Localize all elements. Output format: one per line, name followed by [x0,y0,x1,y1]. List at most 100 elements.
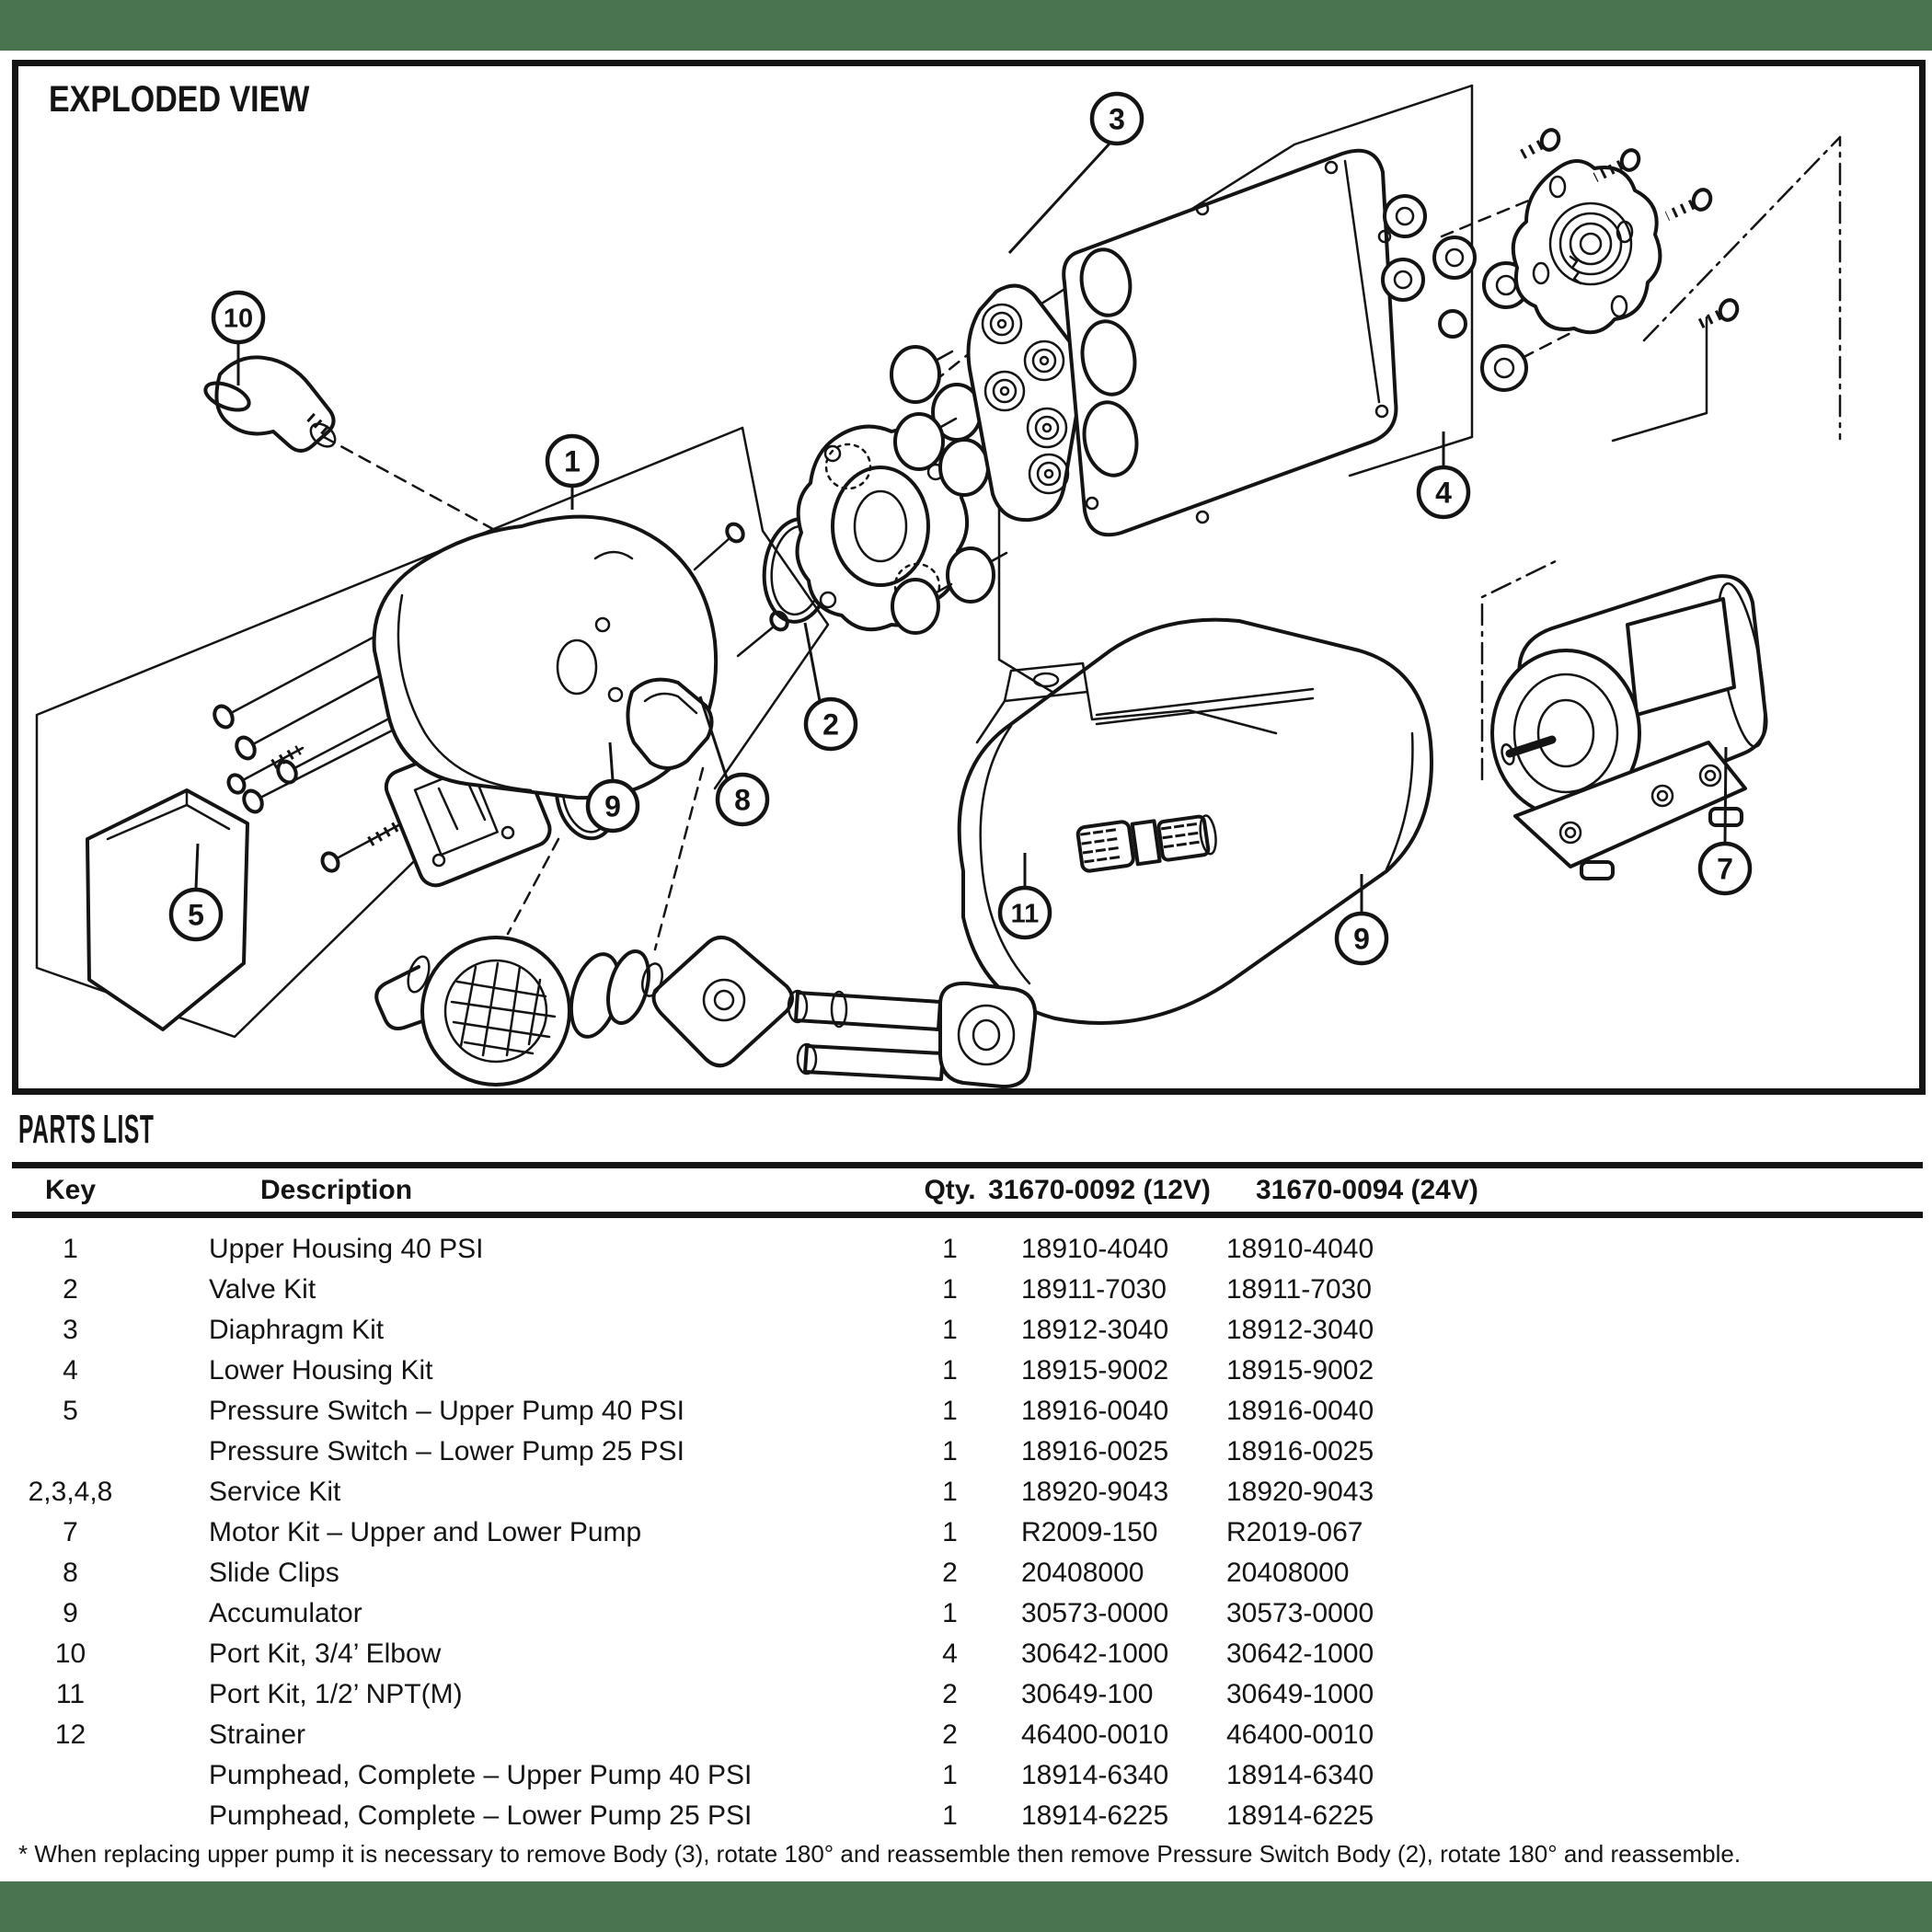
cell-description: Pumphead, Complete – Upper Pump 40 PSI [209,1760,753,1790]
cam-rollers [1381,194,1530,392]
cell-part-12v: 30649-100 [1021,1679,1154,1709]
callout-circle [715,772,770,827]
cell-part-24v: 18914-6340 [1226,1760,1374,1790]
cell-qty: 1 [942,1598,958,1628]
cell-part-12v: 30642-1000 [1021,1639,1169,1669]
cell-description: Strainer [209,1719,306,1750]
valve-body [795,424,969,632]
parts-list-footnote: * When replacing upper pump it is necess… [18,1840,1742,1868]
cell-part-24v: 20408000 [1226,1558,1350,1588]
cell-description: Port Kit, 1/2’ NPT(M) [209,1679,463,1709]
cell-qty: 1 [942,1517,958,1547]
callout-leader [698,696,729,779]
callout-4: 4 [1416,431,1471,520]
cell-part-24v: 18911-7030 [1226,1274,1372,1305]
header-model-24v: 31670-0094 (24V) [1256,1175,1478,1205]
callout-5: 5 [168,843,224,942]
callout-circle [545,433,600,489]
callout-number: 5 [188,899,204,932]
callout-number: 11 [1011,899,1040,928]
callout-9: 9 [585,742,640,834]
callout-circle [1416,465,1471,520]
callout-circle [168,887,224,942]
cell-part-12v: 18915-9002 [1021,1355,1169,1386]
cell-part-24v: R2019-067 [1226,1517,1363,1547]
cell-qty: 1 [942,1800,958,1831]
strainer [374,936,663,1087]
table-row: Pumphead, Complete – Upper Pump 40 PSI 1 1… [12,1755,1923,1796]
cell-description: Pressure Switch – Upper Pump 40 PSI [209,1396,684,1426]
cell-key: 10 [54,1639,86,1669]
cell-part-12v: 18920-9043 [1021,1477,1169,1507]
lower-housing-body [1062,148,1398,537]
callout-11: 11 [997,853,1052,940]
cell-qty: 1 [942,1436,958,1466]
cell-key: 12 [54,1719,86,1750]
switch-screws [226,745,404,873]
header-key: Key [44,1175,97,1205]
valve-discs [890,345,1008,635]
cell-part-24v: 18920-9043 [1226,1477,1374,1507]
tank-bracket [975,661,1315,744]
callout-number: 1 [564,445,581,478]
cell-qty: 1 [942,1234,958,1264]
cell-part-24v: 18914-6225 [1226,1800,1374,1831]
callout-7: 7 [1697,746,1753,896]
callout-leader [1007,141,1112,255]
elbow-port [203,355,337,453]
callout-3: 3 [1007,91,1144,255]
cell-key: 2 [63,1274,78,1305]
cell-description: Valve Kit [209,1274,316,1305]
cell-part-12v: 18914-6340 [1021,1760,1169,1790]
cell-key: 1 [63,1234,78,1264]
callout-number: 8 [734,784,751,817]
cell-description: Motor Kit – Upper and Lower Pump [209,1517,642,1547]
callout-leader [608,742,615,781]
table-row: Pumphead, Complete – Lower Pump 25 PSI 1 1… [12,1796,1923,1836]
parts-table-header: Key Description Qty. 31670-0092 (12V) 31… [12,1170,1923,1211]
cell-key: 2,3,4,8 [28,1477,113,1507]
exploded-view-title: EXPLODED VIEW [49,79,310,120]
callout-leader [803,622,822,702]
cell-qty: 1 [942,1760,958,1790]
callout-10: 10 [211,290,266,385]
cell-description: Pumphead, Complete – Lower Pump 25 PSI [209,1800,753,1831]
cell-part-24v: 30642-1000 [1226,1639,1374,1669]
callout-circle [1089,91,1144,146]
header-model-12v: 31670-0092 (12V) [988,1175,1211,1205]
cell-qty: 2 [942,1558,958,1588]
cell-part-24v: 18910-4040 [1226,1234,1374,1264]
exploded-view-panel: EXPLODED VIEW [12,60,1926,1095]
cell-part-12v: 18916-0040 [1021,1396,1169,1426]
cell-part-12v: 20408000 [1021,1558,1144,1588]
callout-circle [997,885,1052,940]
cam-group [1381,128,1740,392]
lower-pumphead [651,936,1038,1088]
table-rule-top [12,1162,1923,1168]
header-description: Description [260,1175,413,1205]
header-qty: Qty. [924,1175,976,1205]
cell-key: 8 [63,1558,78,1588]
cell-part-12v: 18910-4040 [1021,1234,1169,1264]
cell-qty: 4 [942,1639,958,1669]
callout-number: 3 [1109,103,1125,136]
cell-part-24v: 18915-9002 [1226,1355,1374,1386]
motor [1490,574,1768,880]
cell-part-12v: R2009-150 [1021,1517,1158,1547]
callout-1: 1 [545,433,600,510]
callout-number: 2 [822,708,839,742]
cell-key: 9 [63,1598,78,1628]
cell-qty: 1 [942,1315,958,1345]
cell-description: Service Kit [209,1477,341,1507]
